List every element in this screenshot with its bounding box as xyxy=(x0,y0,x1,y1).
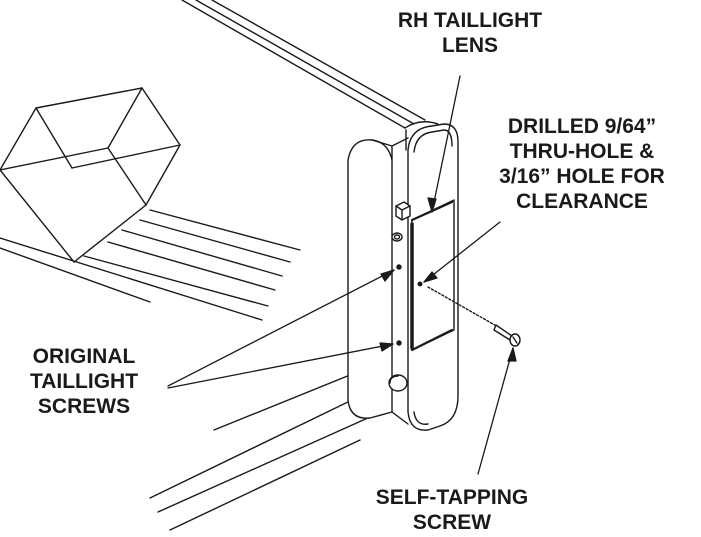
leader-drilled xyxy=(423,221,501,283)
label-line: ORIGINAL xyxy=(32,345,136,368)
label-line: RH TAILLIGHT xyxy=(397,9,543,32)
original-taillight-screws-label: ORIGINAL TAILLIGHT SCREWS xyxy=(0,344,168,419)
label-line: SCREW xyxy=(412,511,492,534)
self-tapping-screw-part xyxy=(427,286,521,347)
panel-hardware xyxy=(388,201,411,392)
leader-self-tapping xyxy=(477,347,514,475)
label-line: SELF-TAPPING xyxy=(375,486,529,509)
leader-lines xyxy=(167,75,517,475)
body-top-rails xyxy=(181,0,439,151)
drilled-hole-label: DRILLED 9/64” THRU-HOLE & 3/16” HOLE FOR… xyxy=(464,114,700,214)
rh-taillight-lens-label: RH TAILLIGHT LENS xyxy=(380,8,560,58)
label-line: SCREWS xyxy=(37,395,131,418)
bed-floor-lines xyxy=(0,209,301,321)
label-line: DRILLED 9/64” xyxy=(507,115,657,138)
label-line: 3/16” HOLE FOR xyxy=(499,165,665,188)
leader-original-lower xyxy=(167,343,394,389)
left-box-block xyxy=(0,87,181,263)
label-line: LENS xyxy=(441,34,498,57)
original-screw-upper xyxy=(396,264,402,270)
label-line: THRU-HOLE & xyxy=(509,140,655,163)
self-tapping-screw-label: SELF-TAPPING SCREW xyxy=(352,485,552,535)
original-screw-lower xyxy=(396,340,402,346)
leader-lens xyxy=(431,75,461,213)
label-line: CLEARANCE xyxy=(516,190,648,213)
lower-body-lines xyxy=(149,374,391,531)
leader-original-upper xyxy=(167,269,395,387)
label-line: TAILLIGHT xyxy=(29,370,139,393)
